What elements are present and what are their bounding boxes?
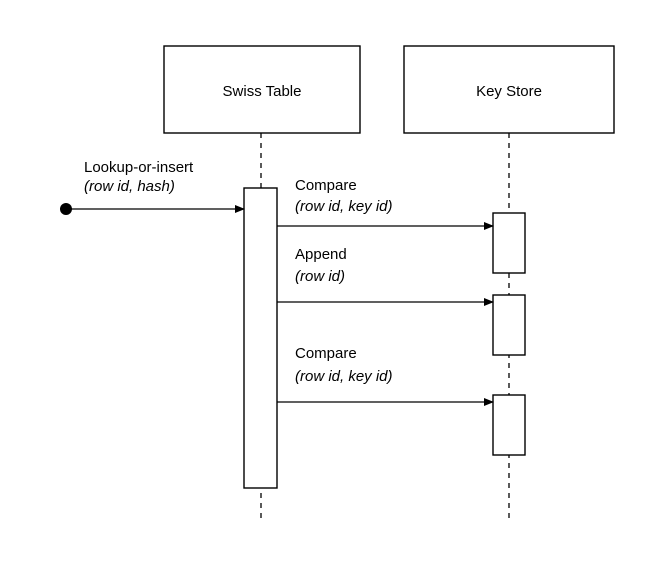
activation-bar-key-store-1[interactable] [492, 212, 526, 274]
start-marker-dot [60, 203, 72, 215]
participant-box-key-store[interactable] [403, 45, 615, 134]
message-args-compare-2: (row id, key id) [295, 368, 393, 385]
participant-label-swiss-table: Swiss Table [223, 83, 302, 100]
activation-bar-key-store-3[interactable] [492, 394, 526, 456]
message-args-compare-1: (row id, key id) [295, 198, 393, 215]
message-args-lookup-or-insert: (row id, hash) [84, 178, 175, 195]
message-label-compare-1: Compare [295, 177, 357, 194]
message-label-lookup-or-insert: Lookup-or-insert [84, 159, 194, 176]
activation-bar-swiss-table[interactable] [243, 187, 278, 489]
participant-box-swiss-table[interactable] [163, 45, 361, 134]
message-args-append: (row id) [295, 268, 345, 285]
message-label-compare-2: Compare [295, 345, 357, 362]
message-label-append: Append [295, 246, 347, 263]
activation-bar-key-store-2[interactable] [492, 294, 526, 356]
participant-label-key-store: Key Store [476, 83, 542, 100]
